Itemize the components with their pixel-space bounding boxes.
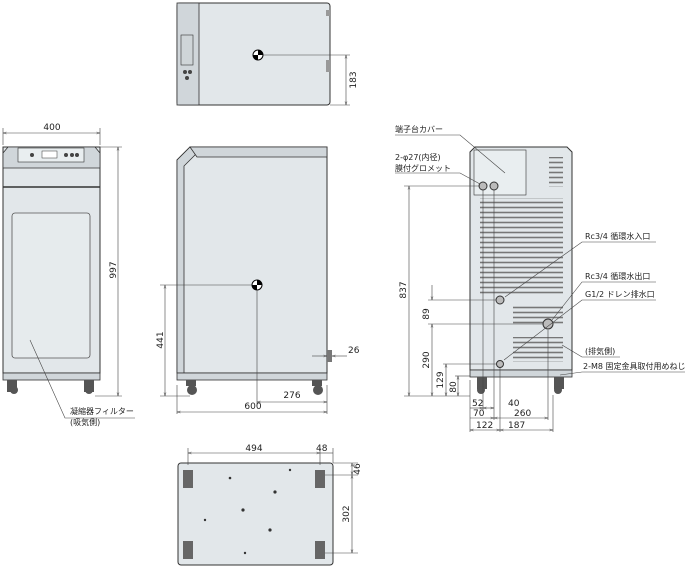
side-view: 441 276 600 26	[156, 146, 360, 414]
dim-260: 260	[514, 409, 531, 419]
label-condenser-filter: 凝縮器フィルター	[70, 406, 134, 416]
label-exhaust-side: (排気側)	[585, 346, 615, 356]
dim-400: 400	[43, 123, 60, 133]
dim-80: 80	[449, 381, 459, 393]
center-of-gravity-icon	[251, 279, 263, 291]
grommet	[489, 181, 499, 191]
front-view: 400 997 凝縮器フィルター (吸気側)	[2, 123, 135, 427]
dim-494: 494	[245, 444, 262, 454]
dim-129: 129	[436, 371, 446, 388]
dim-48: 48	[316, 444, 328, 454]
label-drain: G1/2 ドレン排水口	[585, 289, 655, 299]
caster-mounts	[183, 470, 325, 559]
dim-89: 89	[422, 308, 432, 320]
top-view: 183	[176, 2, 359, 106]
dim-997: 997	[109, 261, 119, 278]
dim-70: 70	[473, 409, 485, 419]
label-grommet-size: 2-φ27(内径)	[395, 152, 441, 162]
dim-187: 187	[508, 421, 525, 431]
rear-view: 端子台カバー 2-φ27(内径) 膜付グロメット Rc3/4 循環水入口 Rc3…	[395, 124, 685, 432]
dim-600: 600	[244, 402, 261, 412]
dim-52: 52	[472, 399, 483, 409]
dim-441: 441	[156, 331, 166, 348]
dim-302: 302	[342, 505, 352, 522]
label-water-outlet: Rc3/4 循環水出口	[585, 271, 650, 281]
dim-26: 26	[348, 346, 360, 356]
bottom-view: 494 48 46 302	[177, 444, 363, 566]
label-fixing-thread: 2-M8 固定金具取付用めねじ	[583, 361, 685, 371]
dim-837: 837	[399, 281, 409, 298]
dim-183: 183	[349, 71, 359, 88]
label-water-inlet: Rc3/4 循環水入口	[585, 231, 650, 241]
dim-290: 290	[422, 351, 432, 368]
dim-40: 40	[508, 399, 520, 409]
water-outlet	[542, 318, 554, 330]
dim-122: 122	[476, 421, 493, 431]
condenser-filter	[11, 212, 91, 359]
label-grommet: 膜付グロメット	[395, 163, 451, 173]
center-of-gravity-icon	[252, 49, 264, 61]
drain-port	[496, 360, 504, 368]
dim-276: 276	[283, 391, 300, 401]
caster	[7, 380, 94, 394]
display-panel	[180, 34, 194, 66]
water-inlet	[495, 295, 505, 305]
label-terminal-cover: 端子台カバー	[395, 124, 443, 134]
rear-grille-upper	[480, 198, 563, 296]
label-intake-side: (吸気側)	[70, 417, 100, 427]
dim-46: 46	[353, 463, 363, 475]
